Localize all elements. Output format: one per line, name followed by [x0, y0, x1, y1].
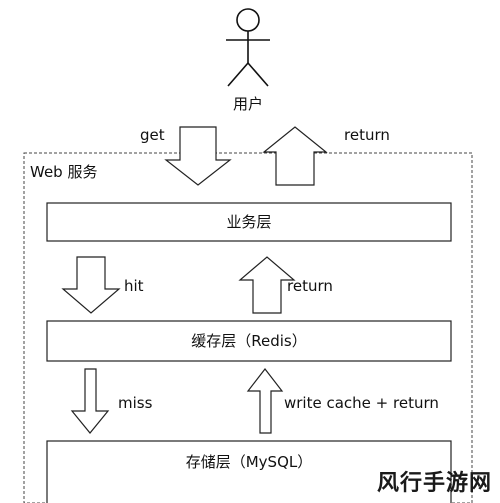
- container-title: Web 服务: [30, 163, 98, 181]
- hit-label: hit: [124, 277, 144, 295]
- return-arrow-up-middle: [238, 256, 296, 314]
- return-label-top: return: [344, 126, 390, 144]
- get-label: get: [140, 126, 165, 144]
- storage-layer-label: 存储层（MySQL）: [185, 453, 313, 471]
- business-layer-label: 业务层: [226, 213, 272, 231]
- cache-layer-label: 缓存层（Redis）: [191, 332, 307, 350]
- return-label-middle: return: [287, 277, 333, 295]
- write-cache-arrow-up: [246, 368, 284, 434]
- cache-layer-box: [46, 320, 452, 362]
- miss-label: miss: [118, 394, 153, 412]
- storage-layer-box: [46, 440, 452, 503]
- user-right-leg: [247, 62, 269, 87]
- miss-arrow-down: [70, 368, 110, 434]
- write-cache-return-label: write cache + return: [284, 394, 439, 412]
- web-service-container: [23, 152, 473, 503]
- get-arrow-down: [164, 126, 232, 186]
- user-head: [236, 8, 260, 32]
- business-layer-box: [46, 202, 452, 242]
- hit-arrow-down: [61, 256, 121, 314]
- watermark-logo: 风行手游网: [376, 471, 492, 496]
- user-left-leg: [227, 62, 249, 87]
- user-label: 用户: [232, 95, 264, 113]
- user-stick-figure: [226, 8, 270, 87]
- return-arrow-up-top: [262, 126, 328, 186]
